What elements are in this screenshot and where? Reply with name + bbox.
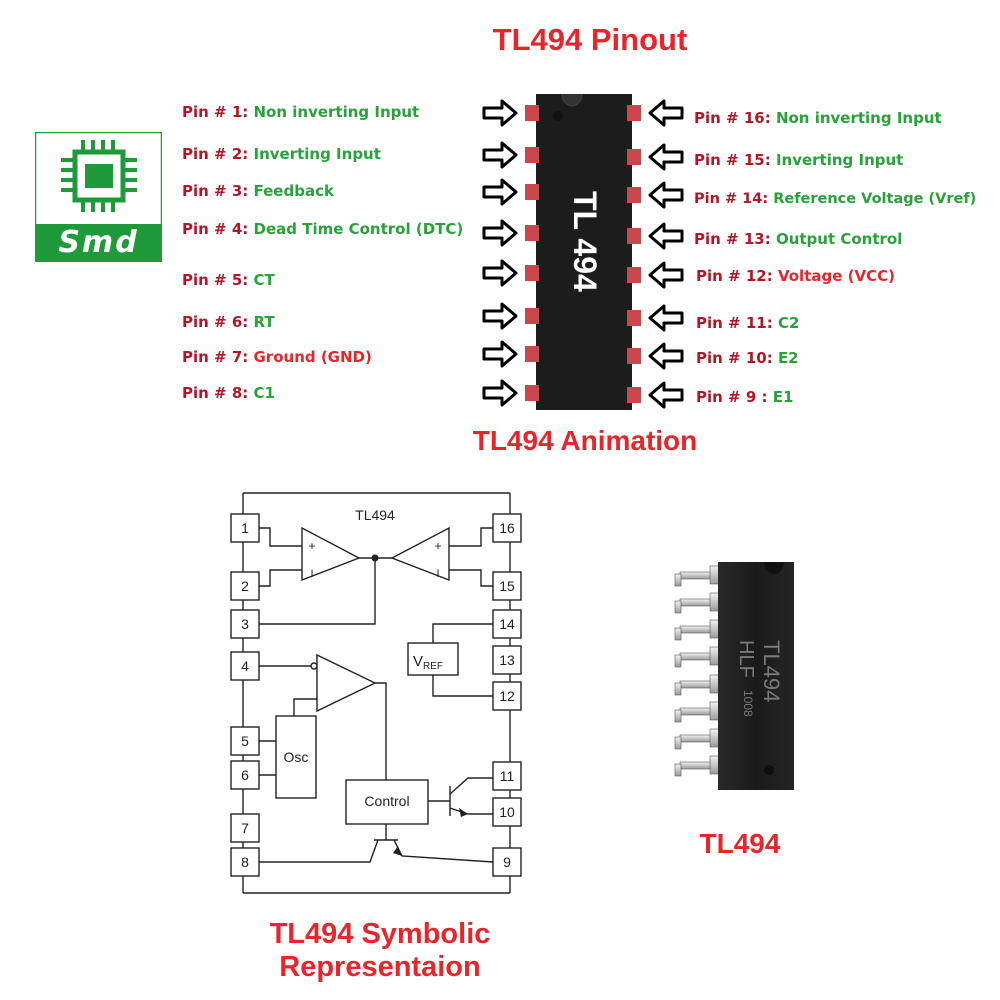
pinout-title: TL494 Pinout [492, 22, 688, 57]
pin-number: Pin # 15: [694, 151, 771, 169]
pin-number: Pin # 11: [696, 314, 773, 332]
smd-logo: Smd [34, 131, 163, 263]
pin-label-16: Pin # 16: Non inverting Input [694, 109, 942, 127]
pin-label-7: Pin # 7: Ground (GND) [182, 348, 372, 366]
pin-box-2: 2 [241, 578, 249, 594]
pin-description: Output Control [775, 230, 903, 248]
pin-box-1: 1 [241, 520, 249, 536]
pin-label-3: Pin # 3: Feedback [182, 182, 334, 200]
pin-description: Dead Time Control (DTC) [253, 220, 464, 238]
pin-box-16: 16 [499, 520, 515, 536]
plus-sign-right: + [434, 539, 441, 553]
pin-label-12: Pin # 12: Voltage (VCC) [696, 267, 895, 285]
pin-number: Pin # 2: [182, 145, 249, 163]
pin-label-14: Pin # 14: Reference Voltage (Vref) [694, 191, 976, 207]
pin-box-8: 8 [241, 854, 249, 870]
pin-number: Pin # 8: [182, 384, 249, 402]
pin-number: Pin # 6: [182, 313, 249, 331]
pin-number: Pin # 9 : [696, 388, 768, 406]
pin-label-8: Pin # 8: C1 [182, 384, 275, 402]
pin-number: Pin # 12: [696, 267, 773, 285]
pin-number: Pin # 4: [182, 220, 249, 238]
pin-box-6: 6 [241, 767, 249, 783]
pin-box-3: 3 [241, 616, 249, 632]
pin-description: Feedback [253, 182, 334, 200]
chip-photo-title: TL494 [699, 828, 781, 859]
pin-description: Inverting Input [253, 145, 381, 163]
pin-label-11: Pin # 11: C2 [696, 314, 799, 332]
right-pin-arrows [627, 99, 684, 409]
pin-description: Non inverting Input [775, 109, 942, 127]
pin-description: RT [253, 313, 275, 331]
left-pin-arrows [482, 99, 539, 407]
pin-box-5: 5 [241, 733, 249, 749]
pin-number: Pin # 14: [694, 191, 769, 207]
logo-text: Smd [58, 225, 139, 260]
pin-number: Pin # 13: [694, 230, 771, 248]
chip-logo-icon [34, 131, 163, 263]
pin-label-5: Pin # 5: CT [182, 271, 275, 289]
schematic-label: TL494 [355, 507, 395, 523]
pin-box-13: 13 [499, 652, 515, 668]
plus-sign-left: + [308, 539, 315, 553]
pin-number: Pin # 7: [182, 348, 249, 366]
pin-description: Voltage (VCC) [777, 267, 895, 285]
pin-description: Reference Voltage (Vref) [773, 191, 977, 207]
pin-label-1: Pin # 1: Non inverting Input [182, 103, 419, 121]
pin-box-14: 14 [499, 616, 515, 632]
pin-number: Pin # 16: [694, 109, 771, 127]
chip-marking: TL 494 [567, 191, 603, 292]
symbolic-title-line2: Representaion [279, 951, 481, 983]
pin-box-7: 7 [241, 820, 249, 836]
pin-box-15: 15 [499, 578, 515, 594]
pin-number: Pin # 10: [696, 349, 773, 367]
osc-label: Osc [284, 749, 309, 765]
pin-box-9: 9 [503, 854, 511, 870]
pin-number: Pin # 3: [182, 182, 249, 200]
pin-box-10: 10 [499, 804, 515, 820]
pin-box-4: 4 [241, 658, 249, 674]
animation-title: TL494 Animation [472, 425, 698, 456]
pin-description: Ground (GND) [253, 348, 372, 366]
photo-marking-line1: TL494 [759, 640, 784, 702]
chip-photo: TL494 HLF 1008 [674, 562, 794, 790]
pin-number: Pin # 5: [182, 271, 249, 289]
pin-label-9: Pin # 9 : E1 [696, 388, 793, 406]
pin-label-6: Pin # 6: RT [182, 313, 275, 331]
pin-description: Inverting Input [775, 151, 904, 169]
chip-body [536, 94, 632, 410]
chip-photo-body [718, 562, 794, 790]
pin-description: E2 [777, 349, 799, 367]
pin-description: C1 [253, 384, 275, 402]
pin-number: Pin # 1: [182, 103, 249, 121]
pin-description: C2 [777, 314, 800, 332]
photo-marking-line2: HLF [735, 640, 757, 678]
pin-description: CT [253, 271, 275, 289]
pin-description: Non inverting Input [253, 103, 420, 121]
control-label: Control [364, 793, 409, 809]
photo-marking-line3: 1008 [741, 690, 755, 717]
pin-label-15: Pin # 15: Inverting Input [694, 151, 903, 169]
minus-sign-left: I [310, 568, 313, 580]
pin-label-4: Pin # 4: Dead Time Control (DTC) [182, 220, 463, 238]
minus-sign-right: I [436, 568, 439, 580]
chip-legs [674, 565, 721, 777]
pin-box-12: 12 [499, 688, 515, 704]
pin-box-11: 11 [500, 768, 515, 784]
pin-label-10: Pin # 10: E2 [696, 349, 799, 367]
pin-description: E1 [772, 388, 794, 406]
symbolic-title-line1: TL494 Symbolic [269, 918, 491, 950]
chip-animation: TL 494 [482, 93, 684, 410]
symbolic-schematic: TL494 1 2 3 4 5 6 7 8 16 15 14 13 12 11 … [230, 492, 522, 894]
pin-label-13: Pin # 13: Output Control [694, 230, 902, 248]
vref-label: VREF [413, 653, 443, 672]
pin-label-2: Pin # 2: Inverting Input [182, 145, 381, 163]
